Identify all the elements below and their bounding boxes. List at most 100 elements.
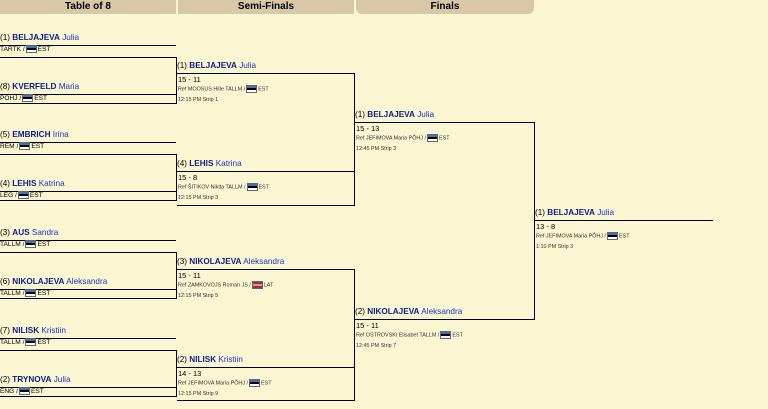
referee: Ref MOOSUS Hille TALLM /EST: [178, 85, 269, 93]
pair-bottom-line: [0, 396, 177, 397]
club-nation: LEG /EST: [0, 191, 43, 200]
club-nation: TALLM /EST: [0, 240, 50, 249]
first-name[interactable]: Irina: [52, 130, 69, 139]
last-name[interactable]: BELJAJEVA: [367, 110, 415, 119]
first-name[interactable]: Julia: [597, 208, 615, 217]
referee-nation: EST: [258, 184, 269, 191]
club-name: TALLM /: [0, 290, 25, 297]
seed: (8): [0, 82, 11, 91]
club-name: TALLM /: [0, 339, 25, 346]
header-table-of-8: Table of 8: [0, 0, 176, 14]
pair-bottom-line: [177, 205, 355, 206]
first-name[interactable]: Maria: [58, 82, 80, 91]
fencer-name[interactable]: (4) LEHIS Katrina: [177, 158, 242, 169]
fencer-name[interactable]: (8) KVERFELD Maria: [0, 81, 79, 92]
entry-line: [0, 94, 176, 95]
fencer-name[interactable]: (3) NIKOLAJEVA Aleksandra: [177, 256, 284, 267]
bout-score: 15 - 8: [178, 173, 198, 182]
seed: (3): [177, 257, 188, 266]
first-name[interactable]: Julia: [53, 375, 71, 384]
entry-line: [0, 142, 176, 143]
last-name[interactable]: LEHIS: [189, 159, 214, 168]
last-name[interactable]: LEHIS: [12, 179, 37, 188]
fencer-name[interactable]: (5) EMBRICH Irina: [0, 129, 69, 140]
first-name[interactable]: Aleksandra: [421, 307, 463, 316]
first-name[interactable]: Julia: [62, 33, 80, 42]
last-name[interactable]: KVERFELD: [12, 82, 57, 91]
nation-code: EST: [30, 388, 44, 395]
estonia-flag-icon: [25, 45, 37, 54]
last-name[interactable]: BELJAJEVA: [12, 33, 60, 42]
referee: Ref JEFIMOVA Maria PÕHJ /EST: [536, 232, 629, 240]
entry-line: [0, 45, 176, 46]
last-name[interactable]: AUS: [12, 228, 30, 237]
last-name[interactable]: BELJAJEVA: [189, 61, 237, 70]
bout-score: 15 - 11: [178, 271, 201, 280]
bracket-connector: [176, 57, 177, 104]
club-nation: TALLM / EST: [0, 289, 50, 298]
last-name[interactable]: NIKOLAJEVA: [367, 307, 420, 316]
first-name[interactable]: Aleksandra: [66, 277, 108, 286]
bout-score: 15 - 11: [356, 321, 379, 330]
first-name[interactable]: Kristiin: [218, 355, 243, 364]
last-name[interactable]: NIKOLAJEVA: [12, 277, 65, 286]
last-name[interactable]: TRYNOVA: [12, 375, 52, 384]
fencer-name[interactable]: (7) NILISK Kristiin: [0, 325, 66, 336]
fencer-name[interactable]: (4) LEHIS Katrina: [0, 178, 65, 189]
referee: Ref JEFIMOVA Maria PÕHJ /EST: [356, 134, 449, 142]
fencer-name[interactable]: (2) TRYNOVA Julia: [0, 374, 71, 385]
first-name[interactable]: Julia: [417, 110, 435, 119]
estonia-flag-icon: [17, 191, 29, 200]
seed: (4): [177, 159, 188, 168]
bracket-connector: [176, 350, 177, 397]
first-name[interactable]: Katrina: [215, 159, 242, 168]
pair-top-line: [0, 350, 177, 351]
seed: (2): [355, 307, 366, 316]
fencer-name[interactable]: (6) NIKOLAJEVA Aleksandra: [0, 276, 107, 287]
club-name: REM /: [0, 143, 19, 150]
first-name[interactable]: Sandra: [31, 228, 59, 237]
estonia-flag-icon: [249, 379, 260, 387]
bout-time: 12:15 PM Strip 5: [178, 293, 219, 299]
first-name[interactable]: Julia: [239, 61, 257, 70]
entry-line: [0, 289, 176, 290]
fencer-name[interactable]: (3) AUS Sandra: [0, 227, 58, 238]
first-name[interactable]: Aleksandra: [243, 257, 285, 266]
first-name[interactable]: Katrina: [38, 179, 65, 188]
last-name[interactable]: NIKOLAJEVA: [189, 257, 242, 266]
fencer-name[interactable]: (2) NIKOLAJEVA Aleksandra: [355, 306, 462, 317]
bout-score: 15 - 11: [178, 75, 201, 84]
last-name[interactable]: NILISK: [12, 326, 40, 335]
bracket-connector: [354, 269, 355, 401]
fencer-name[interactable]: (1) BELJAJEVA Julia: [0, 32, 79, 43]
bout-score: 15 - 13: [356, 124, 380, 133]
club-name: ENG /: [0, 388, 18, 395]
pair-bottom-line: [177, 400, 355, 401]
fencer-name[interactable]: (1) BELJAJEVA Julia: [355, 109, 434, 120]
bracket-connector: [354, 73, 355, 206]
seed: (1): [177, 61, 188, 70]
last-name[interactable]: BELJAJEVA: [547, 208, 595, 217]
referee: Ref JEFIMOVA Maria PÕHJ /EST: [178, 379, 271, 387]
fencer-name[interactable]: (1) BELJAJEVA Julia: [177, 60, 256, 71]
nation-code: EST: [37, 290, 51, 297]
referee-name: Ref ZAMKOVOJS Roman JS /: [178, 282, 251, 289]
seed: (1): [355, 110, 366, 119]
last-name[interactable]: NILISK: [189, 355, 217, 364]
estonia-flag-icon: [440, 331, 452, 339]
last-name[interactable]: EMBRICH: [12, 130, 51, 139]
fencer-name[interactable]: (2) NILISK Kristiin: [177, 354, 243, 365]
estonia-flag-icon: [246, 183, 258, 191]
nation-code: EST: [37, 241, 51, 248]
estonia-flag-icon: [22, 94, 34, 103]
club-name: TARTK /: [0, 46, 25, 53]
nation-code: EST: [37, 339, 51, 346]
nation-code: EST: [31, 143, 45, 150]
club-nation: REM / EST: [0, 142, 44, 151]
pair-top-line: [0, 154, 177, 155]
pair-bottom-line: [0, 298, 177, 299]
first-name[interactable]: Kristiin: [41, 326, 66, 335]
fencer-name[interactable]: (1) BELJAJEVA Julia: [535, 207, 614, 218]
club-nation: TARTK /EST: [0, 45, 51, 54]
nation-code: EST: [34, 95, 48, 102]
